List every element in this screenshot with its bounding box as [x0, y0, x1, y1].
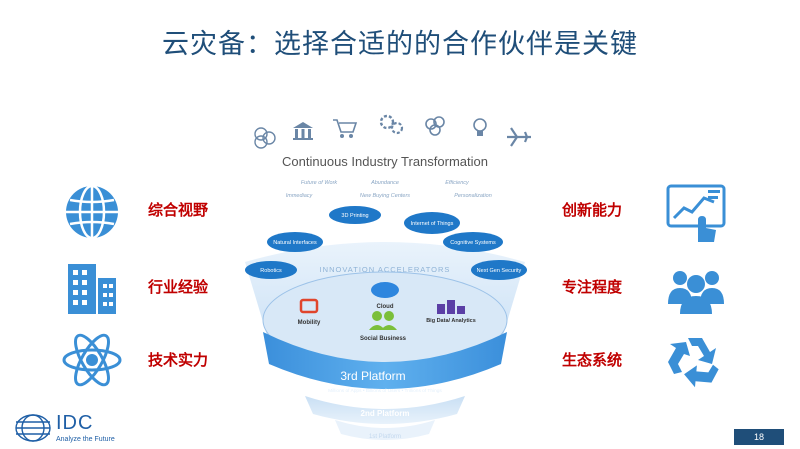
- lightbulb-icon: [473, 118, 487, 136]
- airplane-icon: [507, 127, 531, 147]
- accelerators-label: INNOVATION ACCELERATORS: [320, 265, 451, 274]
- svg-text:Natural Interfaces: Natural Interfaces: [273, 240, 317, 246]
- sub-term: Personalization: [454, 193, 492, 199]
- platform3-band: [263, 332, 507, 389]
- accelerator-pill: 3D Printing: [329, 206, 381, 224]
- gears-icon: [379, 114, 404, 135]
- page-title: 云灾备：选择合适的的合作伙伴是关键: [162, 29, 638, 60]
- accelerator-pill: Cognitive Systems: [443, 232, 503, 252]
- platform-diagram: Continuous Industry Transformation Futur…: [245, 114, 531, 440]
- svg-text:Cognitive Systems: Cognitive Systems: [450, 240, 496, 246]
- building-icon: [68, 264, 116, 314]
- logo-name: IDC: [56, 412, 94, 434]
- globe-icon: [66, 184, 118, 240]
- logo-tagline: Analyze the Future: [56, 436, 115, 443]
- left-label-2: 行业经验: [148, 278, 209, 296]
- sub-term: Future of Work: [301, 180, 338, 186]
- accelerator-pill: Robotics: [245, 261, 297, 279]
- platform3-sub: Millions of Apps • Billions of Users • T…: [328, 388, 442, 394]
- right-label-3: 生态系统: [562, 351, 623, 369]
- right-label-2: 专注程度: [562, 278, 623, 296]
- top-icon-row: [254, 114, 531, 149]
- pillar-social: Social Business: [360, 311, 407, 342]
- platform2-label: 2nd Platform: [361, 409, 410, 418]
- left-label-1: 综合视野: [148, 201, 209, 219]
- recycle-icon: [668, 338, 719, 388]
- dna-icon: [425, 116, 445, 136]
- sub-term: Efficiency: [445, 180, 470, 186]
- pillar-cloud: Cloud: [371, 282, 399, 310]
- right-label-1: 创新能力: [562, 201, 623, 219]
- svg-text:Cloud: Cloud: [377, 304, 394, 310]
- pillar-bigdata: Big Data/ Analytics: [426, 300, 476, 324]
- bank-icon: [293, 122, 313, 140]
- svg-text:Social Business: Social Business: [360, 336, 407, 342]
- svg-text:Next Gen Security: Next Gen Security: [477, 268, 522, 274]
- page-number: 18: [734, 429, 784, 445]
- platform1-band: [335, 420, 435, 440]
- platform2-band: [305, 396, 465, 424]
- svg-text:Mobility: Mobility: [298, 320, 321, 326]
- svg-text:3D Printing: 3D Printing: [341, 213, 368, 219]
- accelerator-pill: Next Gen Security: [471, 260, 527, 280]
- pillar-mobility: Mobility: [298, 298, 321, 326]
- sub-term: New Buying Centers: [360, 193, 410, 199]
- platform3-label: 3rd Platform: [340, 369, 405, 383]
- platform1-label: 1st Platform: [369, 434, 401, 440]
- cart-icon: [333, 119, 358, 138]
- accelerator-pill: Natural Interfaces: [267, 232, 323, 252]
- idc-logo-icon: [15, 414, 51, 442]
- sub-term: Immediacy: [286, 193, 314, 199]
- svg-text:Internet of Things: Internet of Things: [411, 221, 454, 227]
- svg-text:Robotics: Robotics: [260, 268, 282, 274]
- svg-text:Big Data/ Analytics: Big Data/ Analytics: [426, 318, 476, 324]
- chart-touch-icon: [666, 184, 726, 242]
- accelerator-pill: Internet of Things: [404, 212, 460, 234]
- people-icon: [668, 271, 724, 314]
- atom-icon: [62, 333, 122, 387]
- accelerator-group: 3D Printing Internet of Things Natural I…: [245, 206, 527, 280]
- sub-term: Abundance: [370, 180, 399, 186]
- diagram-heading: Continuous Industry Transformation: [282, 154, 488, 169]
- money-icon: [254, 127, 276, 149]
- left-label-3: 技术实力: [148, 351, 209, 369]
